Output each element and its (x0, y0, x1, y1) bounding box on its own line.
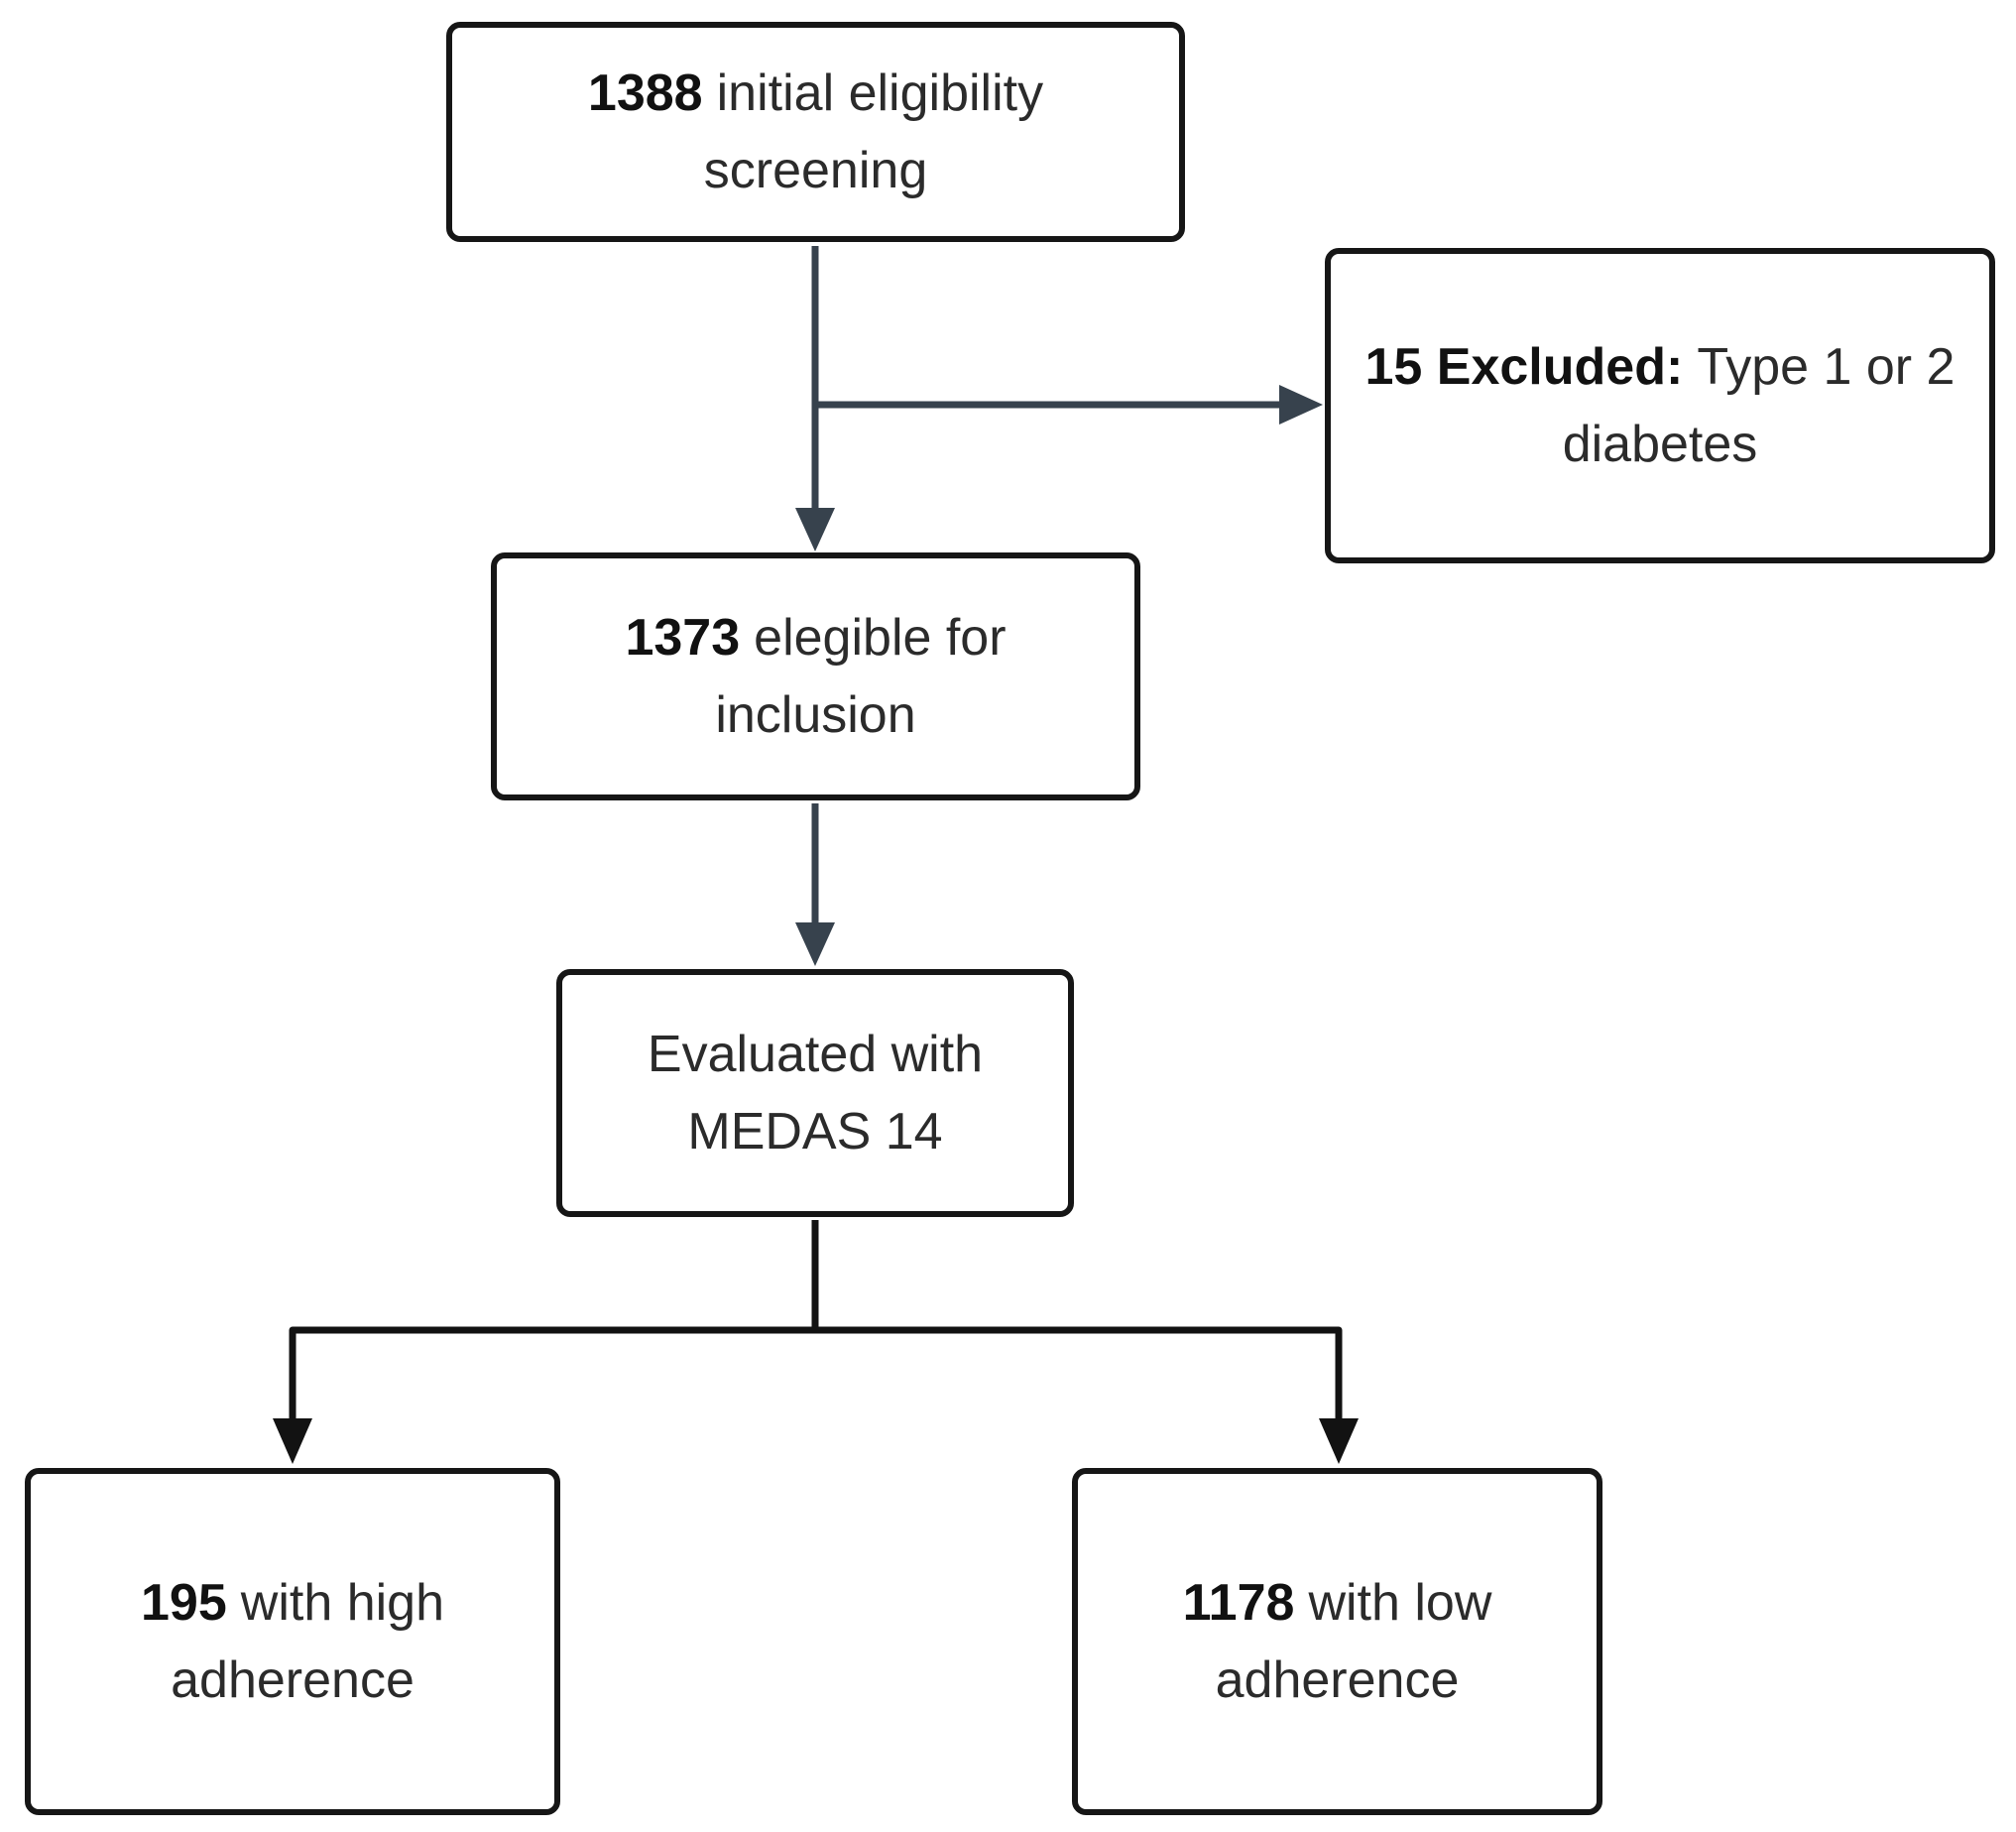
node-label: with high (240, 1574, 445, 1632)
node-text-line2: inclusion (715, 686, 916, 744)
node-label: with low (1308, 1574, 1492, 1632)
arrow-evaluated-to-low-adherence (815, 1326, 1359, 1464)
node-count: 195 (140, 1574, 227, 1632)
arrow-screening-to-excluded (815, 385, 1323, 425)
node-text: Evaluated with MEDAS 14 (648, 1016, 983, 1170)
node-text-line2: diabetes (1562, 416, 1758, 473)
arrow-screening-to-eligible (795, 246, 835, 551)
node-count: 15 Excluded: (1364, 338, 1684, 396)
node-count: 1178 (1182, 1574, 1295, 1632)
arrow-eligible-to-evaluated (795, 803, 835, 966)
node-label: initial eligibility (716, 64, 1044, 122)
node-text: 15 Excluded:Type 1 or 2 diabetes (1365, 328, 1956, 483)
node-evaluated-medas14: Evaluated with MEDAS 14 (556, 969, 1074, 1217)
node-text-line2: screening (703, 142, 928, 199)
node-text-line2: MEDAS 14 (687, 1103, 943, 1160)
node-text-line1: 15 Excluded:Type 1 or 2 (1365, 328, 1956, 406)
node-count: 1373 (625, 609, 741, 667)
node-text-line2: adherence (1215, 1651, 1460, 1709)
node-label: Type 1 or 2 (1697, 338, 1956, 396)
node-count: 1388 (587, 64, 703, 122)
arrow-evaluated-to-high-adherence (273, 1220, 819, 1464)
node-excluded-diabetes: 15 Excluded:Type 1 or 2 diabetes (1325, 248, 1995, 563)
node-label: Evaluated with (647, 1026, 984, 1083)
node-label: elegible for (754, 609, 1007, 667)
node-text-line1: Evaluated with (648, 1016, 983, 1093)
node-text-line2: adherence (171, 1651, 415, 1709)
